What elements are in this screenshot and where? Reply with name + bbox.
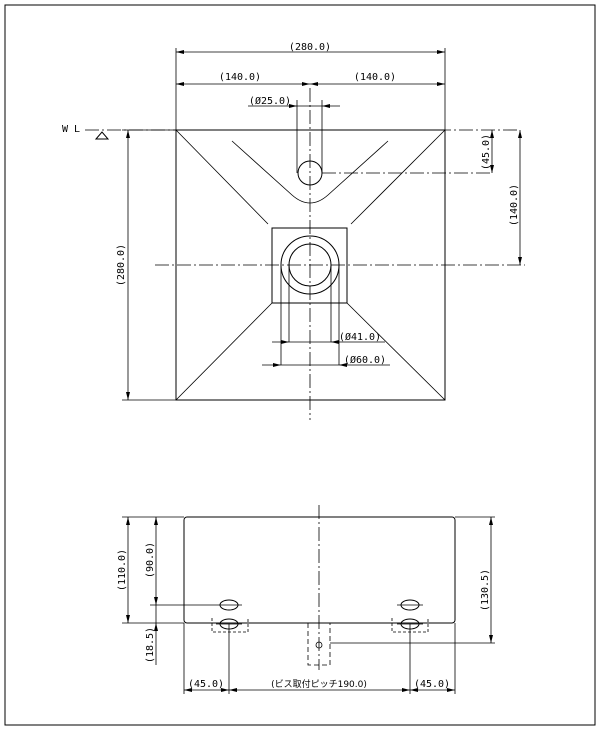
label-drain-inner-dia: (Ø41.0) bbox=[339, 331, 381, 343]
label-half-left: (140.0) bbox=[219, 72, 261, 83]
label-overall-height: (130.5) bbox=[480, 569, 491, 611]
label-overflow-dia: (Ø25.0) bbox=[249, 95, 291, 107]
label-height-total: (110.0) bbox=[117, 549, 128, 591]
label-drain-offset: (140.0) bbox=[509, 184, 520, 226]
label-half-right: (140.0) bbox=[354, 72, 396, 83]
wl-triangle-icon bbox=[94, 131, 110, 140]
label-overall-depth: (280.0) bbox=[116, 244, 127, 286]
label-flange-thickness: (18.5) bbox=[145, 627, 156, 663]
label-left-offset: (45.0) bbox=[188, 679, 224, 690]
label-right-offset: (45.0) bbox=[414, 679, 450, 690]
wl-label: W L bbox=[62, 124, 80, 135]
drain-pipe bbox=[307, 623, 331, 666]
label-screw-pitch: (ビス取付ピッチ190.0) bbox=[271, 679, 367, 690]
label-overflow-offset: (45.0) bbox=[481, 134, 492, 170]
label-overall-width: (280.0) bbox=[289, 42, 331, 53]
drawing-frame bbox=[4, 4, 596, 726]
drain-square bbox=[271, 227, 348, 304]
front-view: (110.0) (90.0) (18.5) (130.5) (45.0) (ビス… bbox=[117, 505, 495, 694]
left-mount-bracket bbox=[211, 599, 249, 633]
basin-body bbox=[183, 516, 456, 624]
top-view: W L (280.0) (140.0) (140.0) (Ø25.0) (280… bbox=[62, 42, 525, 420]
label-drain-outer-dia: (Ø60.0) bbox=[344, 354, 386, 366]
label-height-to-screw: (90.0) bbox=[145, 542, 156, 578]
